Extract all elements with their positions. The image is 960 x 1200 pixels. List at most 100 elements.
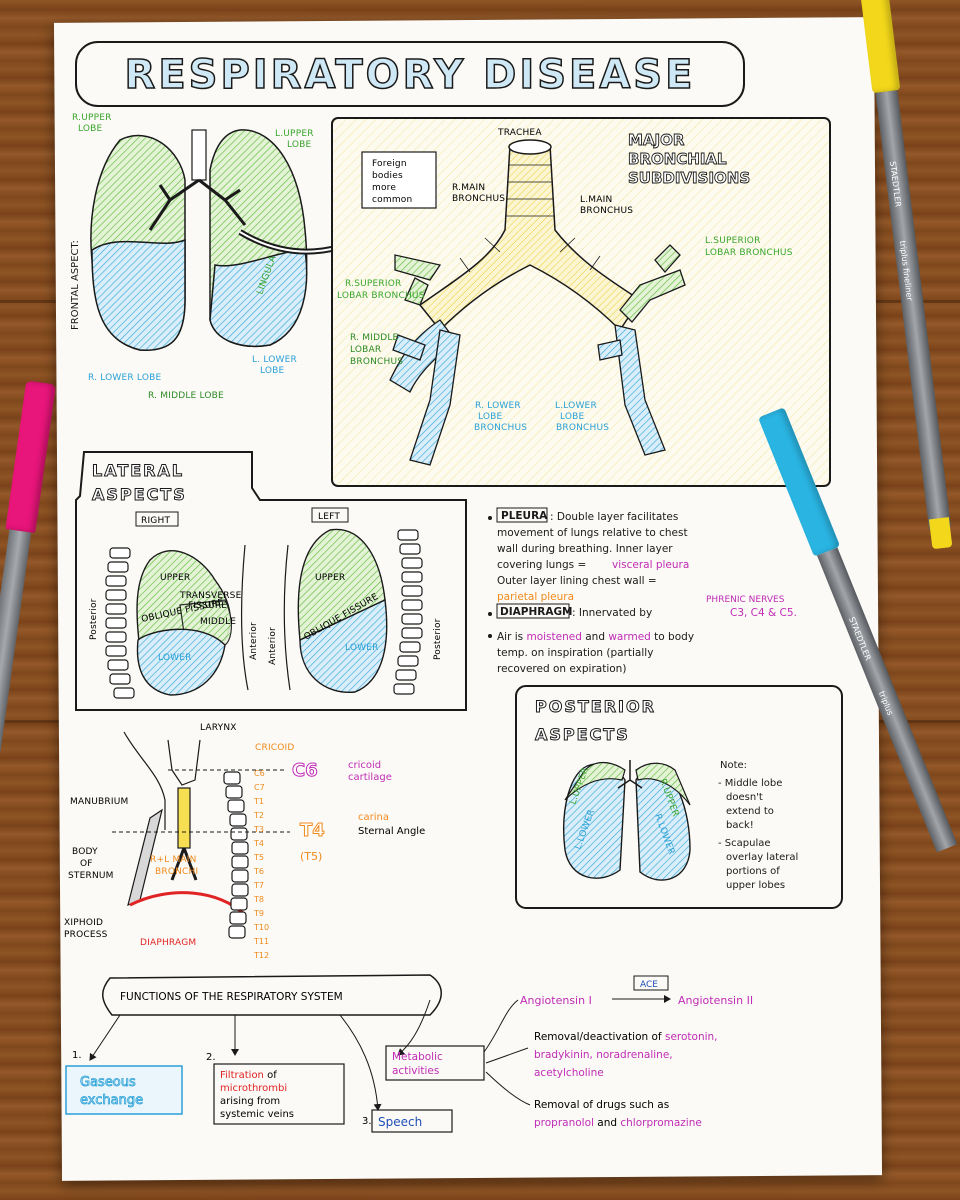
diaphragm-title: DIAPHRAGM: [500, 606, 573, 618]
removal2: Removal of drugs such as: [534, 1099, 669, 1111]
r-lower-bronchus-1: R. LOWER: [475, 401, 521, 411]
diaphragm-nerves: C3, C4 & C5.: [730, 607, 797, 619]
c6-big: C6: [292, 760, 318, 781]
lateral-heading-1: LATERAL: [92, 461, 184, 480]
left-ribs: [393, 529, 423, 695]
bronchial-panel: MAJOR BRONCHIAL SUBDIVISIONS TRACHEA For…: [331, 117, 831, 487]
vertebra-label: T12: [253, 951, 269, 960]
post-note-3: extend to: [726, 806, 774, 817]
vertebra-label: T1: [253, 797, 264, 806]
gaseous-1: Gaseous: [80, 1075, 136, 1090]
func-n2: 2.: [206, 1052, 216, 1063]
bradykinin: bradykinin, noradrenaline,: [534, 1049, 673, 1061]
pleura-line-2: movement of lungs relative to chest: [497, 527, 688, 539]
filtration-line: Filtration of: [220, 1070, 277, 1081]
removal1: Removal/deactivation of serotonin,: [534, 1031, 718, 1043]
foreign-1: Foreign: [372, 159, 407, 169]
xiphoid-label-1: XIPHOID: [64, 918, 103, 928]
foreign-4: common: [372, 195, 412, 205]
frontal-lungs-diagram: FRONTAL ASPECT: R.UPPER LOBE L.UPPER LOB…: [70, 113, 394, 401]
metabolic-2: activities: [392, 1065, 439, 1077]
right-label: RIGHT: [141, 516, 170, 526]
post-note-4: back!: [726, 820, 754, 831]
frontal-bronchi: [148, 178, 247, 231]
cricoid-label: CRICOID: [255, 743, 295, 753]
posterior-panel: POSTERIOR ASPECTS L.UPPER R.UPPER L.LOWE…: [515, 685, 843, 909]
r-lat-lower: LOWER: [158, 653, 192, 663]
vertebra-label: T9: [253, 909, 264, 918]
gaseous-2: exchange: [80, 1093, 143, 1108]
l-lat-anterior: Anterior: [268, 627, 278, 665]
ang2: Angiotensin II: [678, 994, 753, 1007]
frontal-trachea: [191, 129, 207, 181]
functions-heading: FUNCTIONS OF THE RESPIRATORY SYSTEM: [120, 991, 343, 1003]
lateral-panel: LATERAL ASPECTS RIGHT LEFT UPPER TRANSVE…: [75, 451, 467, 711]
phrenic-nerves: PHRENIC NERVES: [706, 595, 785, 605]
right-ribs: [105, 547, 135, 699]
cricoid-text-1: cricoid: [348, 760, 381, 771]
r-lat-middle: MIDDLE: [200, 617, 236, 627]
microthrombi: microthrombi: [220, 1083, 287, 1094]
l-lower-bronchus-2: LOBE: [560, 412, 585, 422]
air-line-1: Air is moistened and warmed to body: [497, 631, 694, 643]
posterior-heading-2: ASPECTS: [535, 725, 630, 744]
post-note-2: doesn't: [726, 792, 763, 803]
l-upper-label-2: LOBE: [287, 140, 312, 150]
vertebra-label: T3: [253, 825, 264, 834]
r-lat-upper: UPPER: [160, 573, 190, 583]
r-middle-bronchus-1: R. MIDDLE: [350, 333, 399, 343]
post-note-1: - Middle lobe: [718, 778, 782, 789]
frontal-aspect-label: FRONTAL ASPECT:: [70, 240, 81, 330]
r-superior-label-2: LOBAR BRONCHUS: [337, 291, 425, 301]
manubrium-label: MANUBRIUM: [70, 797, 128, 807]
left-superior-bronchus: [619, 269, 686, 323]
post-note-7: portions of: [726, 866, 780, 877]
l-superior-label: L.SUPERIOR: [705, 236, 761, 246]
l-lower-label: L. LOWER: [252, 355, 297, 365]
foreign-bodies-box: [361, 151, 437, 209]
ang1: Angiotensin I: [520, 994, 592, 1007]
t4-big: T4: [300, 820, 325, 841]
post-note-5: - Scapulae: [718, 838, 771, 849]
bronchi-label-2: BRONCHI: [155, 867, 198, 877]
trachea-label: TRACHEA: [497, 128, 542, 138]
pleura-line-1: : Double layer facilitates: [550, 511, 678, 523]
parietal-pleura: parietal pleura: [497, 591, 574, 603]
foreign-3: more: [372, 183, 396, 193]
r-upper-label: R.UPPER: [72, 113, 112, 123]
left-lung-lower: [209, 249, 308, 347]
l-main-label: L.MAIN: [580, 195, 612, 205]
page-title: RESPIRATORY DISEASE: [125, 52, 696, 98]
l-superior-label-2: LOBAR BRONCHUS: [705, 248, 793, 258]
post-note-8: upper lobes: [726, 880, 785, 891]
r-main-label: R.MAIN: [452, 183, 485, 193]
gaseous-exchange-box: [65, 1065, 183, 1115]
posterior-heading-1: POSTERIOR: [535, 697, 656, 716]
r-lower-bronchus-2: LOBE: [478, 412, 503, 422]
l-lat-posterior: Posterior: [433, 618, 443, 660]
t5-label: (T5): [300, 850, 322, 863]
r-upper-label-2: LOBE: [78, 124, 103, 134]
vertebra-label: T7: [253, 881, 264, 890]
body-label-2: OF: [80, 859, 93, 869]
r-main-label-2: BRONCHUS: [452, 194, 505, 204]
arising-2: systemic veins: [220, 1109, 294, 1120]
functions-section: FUNCTIONS OF THE RESPIRATORY SYSTEM 1. G…: [65, 974, 753, 1133]
vertebra-label: T10: [253, 923, 269, 932]
left-label: LEFT: [318, 512, 340, 522]
vertebra-label: T6: [253, 867, 264, 876]
filtration-box: [213, 1063, 345, 1125]
bronchial-heading-3: SUBDIVISIONS: [628, 169, 750, 187]
r-lower-label: R. LOWER LOBE: [88, 373, 161, 383]
vertebral-column: [223, 771, 249, 939]
arising-1: arising from: [220, 1096, 280, 1107]
l-main-label-2: BRONCHUS: [580, 206, 633, 216]
r-lat-anterior: Anterior: [249, 622, 259, 660]
pleura-line-3: wall during breathing. Inner layer: [497, 543, 673, 555]
vertebra-label: C7: [254, 783, 265, 792]
air-line-2: temp. on inspiration (partially: [497, 647, 653, 659]
r-lower-bronchus-3: BRONCHUS: [474, 423, 527, 433]
post-note-0: Note:: [720, 760, 747, 771]
title-banner: RESPIRATORY DISEASE: [75, 41, 745, 107]
